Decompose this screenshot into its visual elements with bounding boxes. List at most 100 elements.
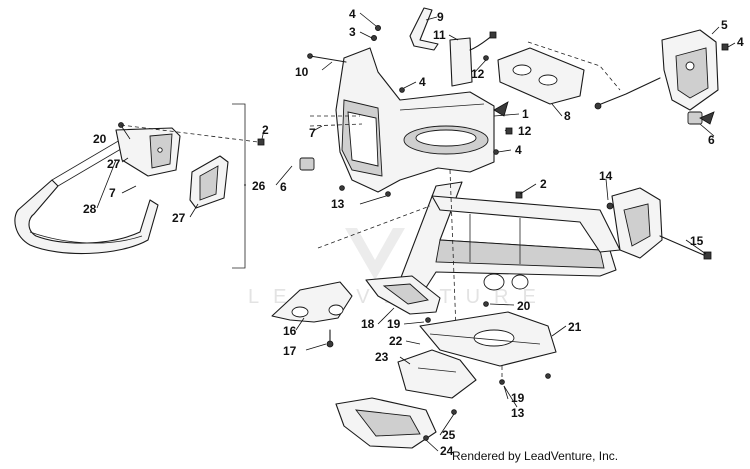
leader-lines (96, 12, 736, 452)
callout-18: 18 (361, 317, 375, 331)
screw-19-top (425, 317, 431, 323)
callout-4: 4 (515, 143, 522, 157)
bulkhead-boss-top (415, 129, 477, 147)
callout-19: 19 (387, 317, 401, 331)
bolt-17-head (326, 340, 334, 348)
callout-labels: 4 3 9 11 10 4 12 8 1 12 4 5 4 6 2 6 7 20… (83, 7, 744, 458)
screw-13-top (385, 191, 391, 197)
bolt-15-head (703, 251, 712, 260)
callout-7: 7 (109, 186, 116, 200)
tie-rod-end (594, 102, 602, 110)
bumper-28-edge (29, 231, 143, 244)
shock-mount-hole-2 (328, 304, 344, 316)
bumper-group (14, 103, 265, 269)
callout-2: 2 (540, 177, 547, 191)
bracket-18-face (382, 283, 429, 305)
screw-20-axis (120, 124, 259, 143)
callout-14: 14 (599, 169, 613, 183)
screw-19-lower (545, 373, 551, 379)
tie-rod (595, 77, 661, 107)
callout-17: 17 (283, 344, 297, 358)
bulkhead-group (299, 7, 585, 199)
skid-plate-21-hole (473, 329, 515, 347)
callout-19: 19 (511, 391, 525, 405)
arrow-marker-right (699, 111, 715, 125)
bracket-26-brace (232, 103, 246, 269)
fastener-3 (370, 35, 377, 42)
callout-2: 2 (262, 123, 269, 137)
callout-27: 27 (172, 211, 186, 225)
fastener-12-side (505, 127, 513, 135)
connector (489, 31, 497, 39)
plate-8-hole-1 (512, 64, 532, 76)
bolt-15 (659, 235, 707, 257)
callout-21: 21 (568, 320, 582, 334)
callout-11: 11 (433, 28, 446, 42)
nut-14 (606, 202, 614, 210)
callout-20: 20 (517, 299, 531, 313)
fastener-7-axis-2 (309, 123, 363, 127)
callout-27: 27 (107, 157, 121, 171)
bracket-11 (449, 37, 473, 87)
callout-9: 9 (437, 10, 444, 24)
callout-24: 24 (440, 444, 454, 458)
frame-socket-2 (511, 274, 529, 290)
callout-7: 7 (309, 126, 316, 140)
screw-13-left (339, 185, 345, 191)
fastener-12-top (483, 55, 489, 61)
grommet-6-left (299, 157, 315, 171)
callout-6: 6 (708, 133, 715, 147)
callout-13: 13 (331, 197, 345, 211)
shock-mount-hole-1 (291, 306, 309, 318)
callout-1: 1 (522, 107, 529, 121)
callout-4: 4 (737, 35, 744, 49)
callout-28: 28 (83, 202, 97, 216)
callout-16: 16 (283, 324, 297, 338)
fastener-4-top (374, 24, 381, 31)
bulkhead-opening (347, 111, 379, 167)
callout-4: 4 (419, 75, 426, 89)
callout-3: 3 (349, 25, 356, 39)
plate-8-hole-2 (538, 74, 558, 86)
callout-13: 13 (511, 406, 525, 420)
bulkhead-rib (399, 103, 485, 111)
frame-main (399, 181, 617, 301)
bumper-28 (14, 179, 159, 255)
bracket-hole (157, 147, 163, 153)
screw-10-head (307, 53, 313, 59)
callout-23: 23 (375, 350, 389, 364)
callout-15: 15 (690, 234, 704, 248)
callout-22: 22 (389, 334, 403, 348)
bracket-5-hole (685, 61, 695, 71)
guard-23-edge (417, 367, 457, 373)
steering-bracket-group (527, 29, 729, 125)
callout-4: 4 (349, 7, 356, 21)
plate-8 (497, 47, 585, 105)
alignment-line-center (449, 169, 457, 331)
fastener-4-mid (399, 87, 405, 93)
bracket-11-wire (469, 35, 493, 51)
nut-2-left (257, 138, 265, 146)
frame-rail-upper (431, 195, 621, 253)
screw-20-lower (483, 301, 489, 307)
arrow-marker-front (493, 101, 509, 117)
guard-23 (397, 349, 477, 399)
screw-24-upper (451, 409, 457, 415)
callout-5: 5 (721, 18, 728, 32)
lower-group (271, 275, 557, 449)
screw-10 (309, 55, 347, 63)
mount-9 (409, 7, 439, 51)
bracket-5-face (675, 47, 709, 99)
callout-6: 6 (280, 180, 287, 194)
bracket-27-lower-face (199, 165, 219, 201)
callout-25: 25 (442, 428, 456, 442)
spindle-bracket-face (623, 203, 651, 247)
nut-4-right (721, 43, 729, 51)
frame-socket-1 (483, 273, 505, 291)
callout-26: 26 (252, 179, 266, 193)
fastener-4-side (493, 149, 499, 155)
callout-20: 20 (93, 132, 107, 146)
frame-group (317, 169, 712, 331)
